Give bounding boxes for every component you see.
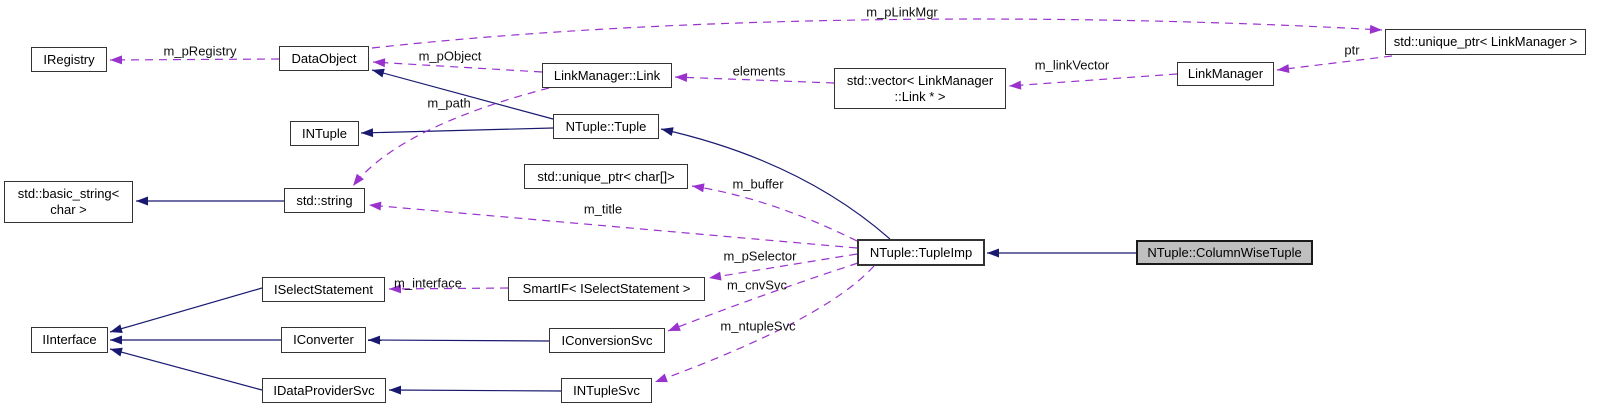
edge-m-interface <box>388 284 509 294</box>
node-std-basic-string-char[interactable]: std::basic_string< char > <box>4 181 133 223</box>
edge-ptr <box>1276 55 1393 74</box>
node-ntuple-columnwisetuple: NTuple::ColumnWiseTuple <box>1136 240 1313 265</box>
node-smartif-iselectstatement[interactable]: SmartIF< ISelectStatement > <box>508 277 705 301</box>
edge-m-pregistry <box>109 55 280 65</box>
node-iconversionsvc[interactable]: IConversionSvc <box>549 328 665 353</box>
edge-m-title <box>368 201 858 249</box>
node-ntuple-tupleimp[interactable]: NTuple::TupleImp <box>857 239 985 266</box>
node-iregistry[interactable]: IRegistry <box>31 47 107 72</box>
edge-tupleimp-tuple <box>660 127 891 240</box>
node-std-vector-linkmanager-link[interactable]: std::vector< LinkManager ::Link * > <box>834 68 1006 109</box>
node-dataobject[interactable]: DataObject <box>279 46 369 71</box>
node-std-unique-ptr-linkmanager[interactable]: std::unique_ptr< LinkManager > <box>1385 29 1586 55</box>
edge-tuple-dataobject <box>371 68 554 120</box>
node-intuple[interactable]: INTuple <box>290 121 359 146</box>
node-std-string[interactable]: std::string <box>284 188 365 213</box>
node-linkmanager[interactable]: LinkManager <box>1177 62 1274 86</box>
node-iconverter[interactable]: IConverter <box>281 327 366 353</box>
edge-m-linkvector <box>1008 73 1178 90</box>
edge-m-pobject <box>372 58 543 73</box>
node-iinterface[interactable]: IInterface <box>31 327 108 353</box>
edge-m-pselector <box>708 253 858 281</box>
edge-elements <box>674 72 835 84</box>
edge-iconversionsvc-iconverter <box>367 335 550 345</box>
edge-iselectstatement-iinterface <box>109 287 263 333</box>
edge-m-cnvsvc <box>667 262 859 332</box>
node-idataprovidersvc[interactable]: IDataProviderSvc <box>262 378 386 403</box>
edge-idataprovidersvc-iinterface <box>109 347 263 391</box>
node-intuplesvc[interactable]: INTupleSvc <box>561 378 652 403</box>
node-ntuple-tuple[interactable]: NTuple::Tuple <box>553 114 659 139</box>
edge-m-path <box>352 87 550 187</box>
node-linkmanager-link[interactable]: LinkManager::Link <box>542 63 672 88</box>
node-std-unique-ptr-char-array[interactable]: std::unique_ptr< char[]> <box>524 164 688 189</box>
node-iselectstatement[interactable]: ISelectStatement <box>262 277 385 302</box>
edge-m-ntuplesvc <box>654 265 875 383</box>
edge-intuplesvc-idataprovidersvc <box>388 385 562 395</box>
edge-m-plinkmgr <box>371 18 1383 49</box>
edge-tuple-intuple <box>360 127 554 138</box>
edge-m-buffer <box>691 183 858 242</box>
